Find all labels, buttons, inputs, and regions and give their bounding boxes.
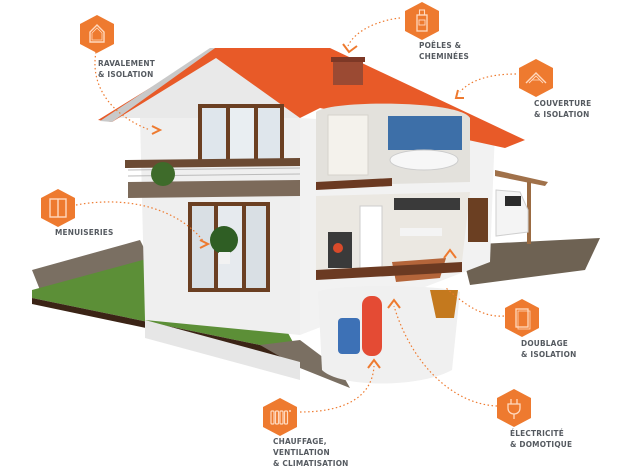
water-tank bbox=[338, 318, 360, 354]
callout-chauffage: CHAUFFAGE, VENTILATION & CLIMATISATION bbox=[273, 436, 349, 468]
ground-floor-cutaway bbox=[316, 192, 470, 276]
deck-right bbox=[460, 238, 600, 285]
window-icon bbox=[40, 188, 76, 228]
wardrobe bbox=[327, 114, 369, 176]
radiator-icon bbox=[262, 397, 298, 437]
stove-icon bbox=[404, 1, 440, 41]
plug-icon bbox=[496, 388, 532, 428]
side-window bbox=[468, 198, 488, 242]
bathroom-tiles bbox=[388, 116, 462, 150]
callout-menuiseries: MENUISERIES bbox=[55, 227, 114, 237]
boiler-tank bbox=[362, 296, 382, 356]
roof-icon bbox=[518, 58, 554, 98]
paving-left bbox=[32, 240, 150, 290]
panel-icon bbox=[504, 298, 540, 338]
callout-couverture: COUVERTURE & ISOLATION bbox=[534, 98, 592, 119]
callout-poeles: POÊLES & CHEMINÉES bbox=[419, 40, 470, 61]
interior-door bbox=[359, 205, 383, 271]
house-outline-icon bbox=[79, 14, 115, 54]
plant-balcony bbox=[151, 162, 175, 186]
callout-electricite: ÉLECTRICITÉ & DOMOTIQUE bbox=[510, 428, 573, 449]
callout-doublage: DOUBLAGE & ISOLATION bbox=[521, 338, 577, 359]
bathtub bbox=[389, 149, 459, 171]
kitchen-cabinets bbox=[394, 198, 460, 210]
plant-indoor bbox=[210, 226, 238, 254]
kitchen-island bbox=[400, 228, 442, 236]
callout-ravalement: RAVALEMENT & ISOLATION bbox=[98, 58, 155, 79]
basement-cutaway bbox=[318, 286, 460, 384]
chimney bbox=[333, 60, 363, 85]
